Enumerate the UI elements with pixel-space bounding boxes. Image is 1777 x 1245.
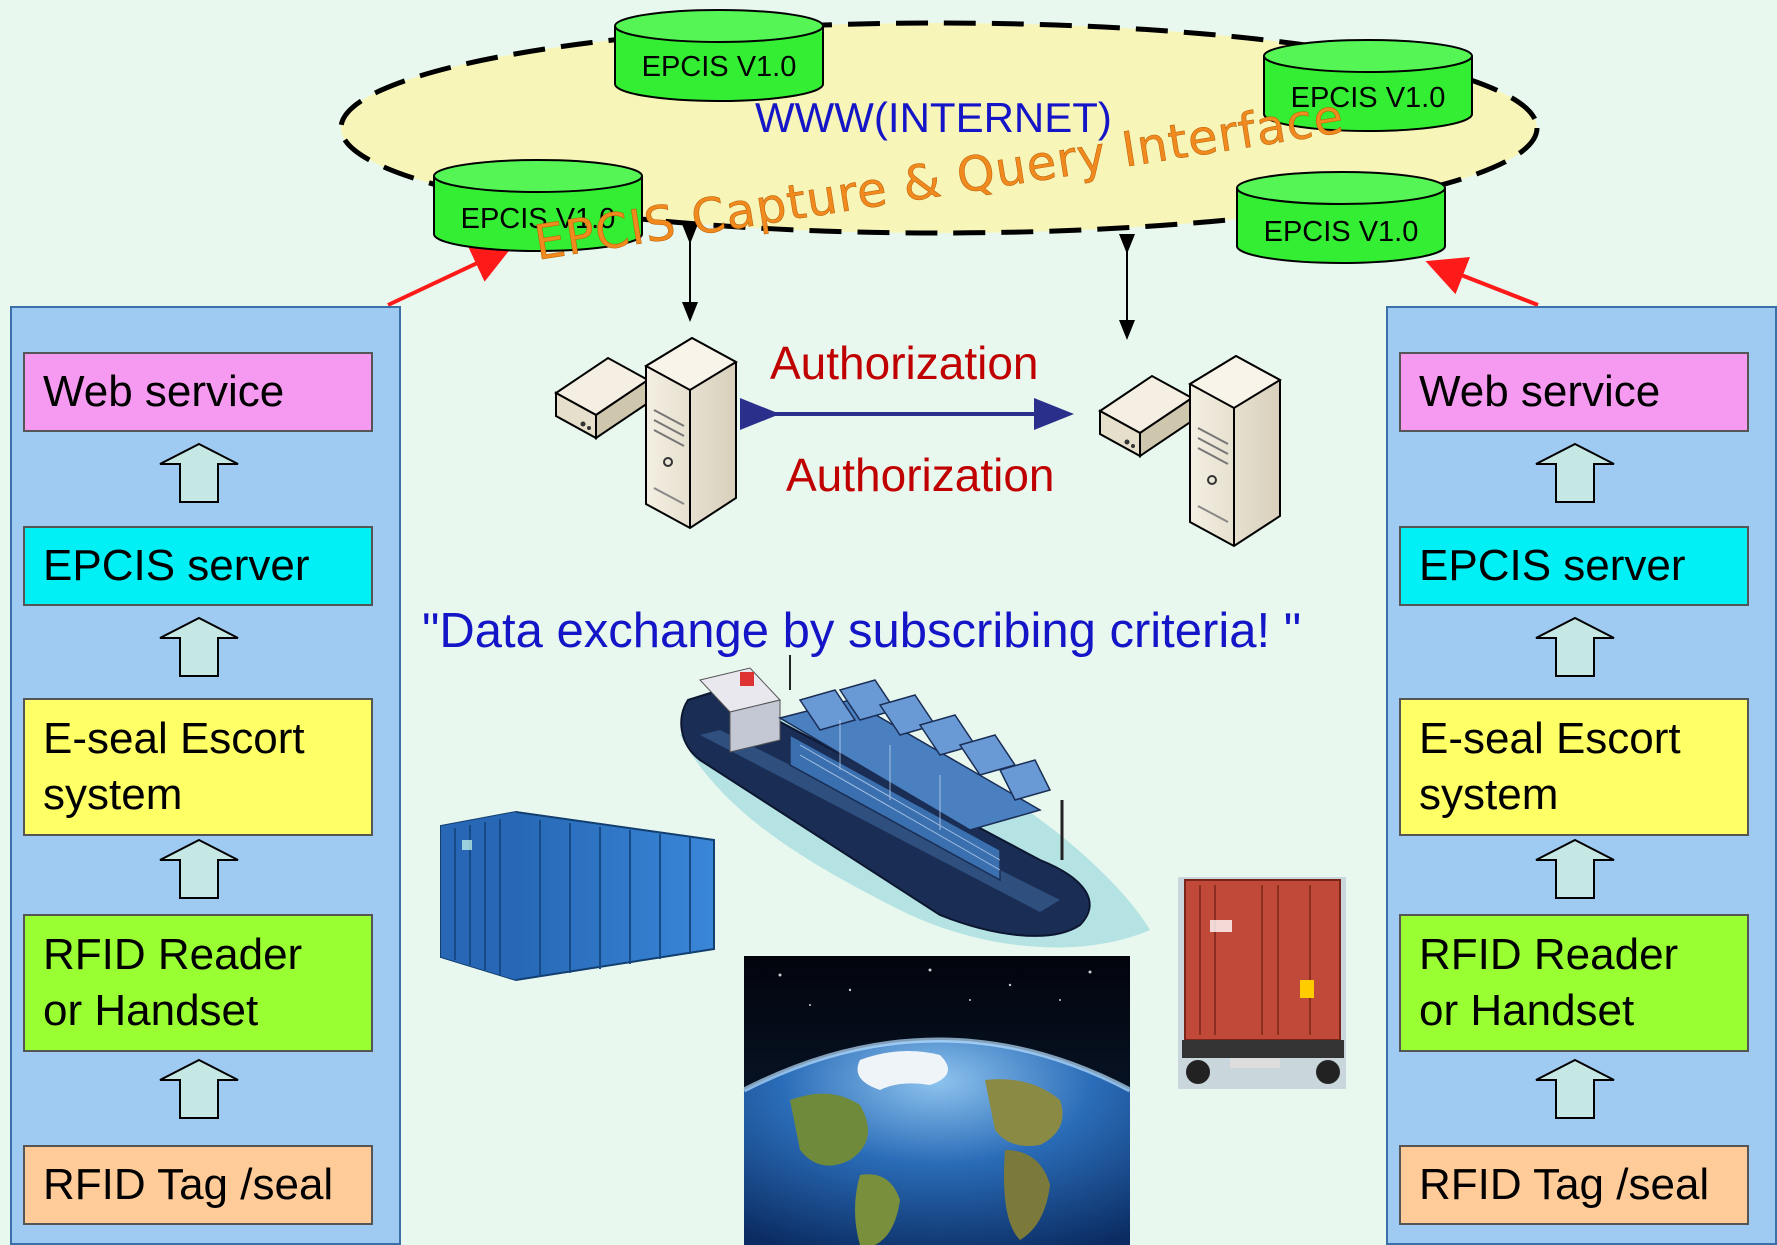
up-arrow-icon <box>1535 616 1615 677</box>
reader-line-1: RFID Reader <box>1419 930 1679 979</box>
left-upload-arrow <box>387 245 513 307</box>
web-service-box: Web service <box>23 352 373 432</box>
reader-line-2: or Handset <box>43 986 259 1035</box>
eseal-line-2: system <box>43 770 183 819</box>
rfid-tag-box: RFID Tag /seal <box>1399 1145 1749 1225</box>
epcis-node-label: EPCIS V1.0 <box>641 51 797 83</box>
rfid-reader-box: RFID Reader or Handset <box>1399 914 1749 1052</box>
rfid-reader-box: RFID Reader or Handset <box>23 914 373 1052</box>
epcis-node-label: EPCIS V1.0 <box>460 203 616 235</box>
eseal-escort-box: E-seal Escort system <box>23 698 373 836</box>
epcis-node: EPCIS V1.0 <box>1262 38 1474 133</box>
rfid-tag-box: RFID Tag /seal <box>23 1145 373 1225</box>
up-arrow-icon <box>1535 1058 1615 1119</box>
epcis-node: EPCIS V1.0 <box>432 158 644 253</box>
red-container-truck-image <box>1178 877 1346 1089</box>
reader-line-2: or Handset <box>1419 986 1635 1035</box>
eseal-line-1: E-seal Escort <box>1419 714 1681 763</box>
container-ship-image <box>680 655 1150 948</box>
epcis-node-label: EPCIS V1.0 <box>1290 82 1446 114</box>
authorization-label-bottom: Authorization <box>786 449 1055 501</box>
internet-label: WWW(INTERNET) <box>755 94 1112 141</box>
authorization-label-top: Authorization <box>770 337 1039 389</box>
eseal-line-2: system <box>1419 770 1559 819</box>
epcis-node: EPCIS V1.0 <box>1235 170 1447 265</box>
left-stack-panel: Web service EPCIS server E-seal Escort s… <box>10 306 401 1245</box>
blue-container-image <box>440 810 715 982</box>
epcis-server-label: EPCIS server <box>43 541 310 590</box>
eseal-line-1: E-seal Escort <box>43 714 305 763</box>
server-icon <box>554 336 739 530</box>
up-arrow-icon <box>159 838 239 899</box>
rfid-tag-label: RFID Tag /seal <box>43 1160 334 1209</box>
tagline: "Data exchange by subscribing criteria! … <box>422 604 1302 658</box>
web-service-label: Web service <box>43 367 285 416</box>
up-arrow-icon <box>159 442 239 503</box>
epcis-node-label: EPCIS V1.0 <box>1263 216 1419 248</box>
eseal-escort-box: E-seal Escort system <box>1399 698 1749 836</box>
web-service-box: Web service <box>1399 352 1749 432</box>
epcis-node: EPCIS V1.0 <box>613 8 825 103</box>
epcis-server-label: EPCIS server <box>1419 541 1686 590</box>
epcis-server-box: EPCIS server <box>23 526 373 606</box>
up-arrow-icon <box>159 616 239 677</box>
up-arrow-icon <box>159 1058 239 1119</box>
rfid-tag-label: RFID Tag /seal <box>1419 1160 1710 1209</box>
server-icon <box>1098 354 1283 548</box>
web-service-label: Web service <box>1419 367 1661 416</box>
up-arrow-icon <box>1535 838 1615 899</box>
right-upload-arrow <box>1425 257 1539 307</box>
epcis-server-box: EPCIS server <box>1399 526 1749 606</box>
up-arrow-icon <box>1535 442 1615 503</box>
globe-image <box>742 956 1132 1245</box>
right-stack-panel: Web service EPCIS server E-seal Escort s… <box>1386 306 1777 1245</box>
reader-line-1: RFID Reader <box>43 930 303 979</box>
